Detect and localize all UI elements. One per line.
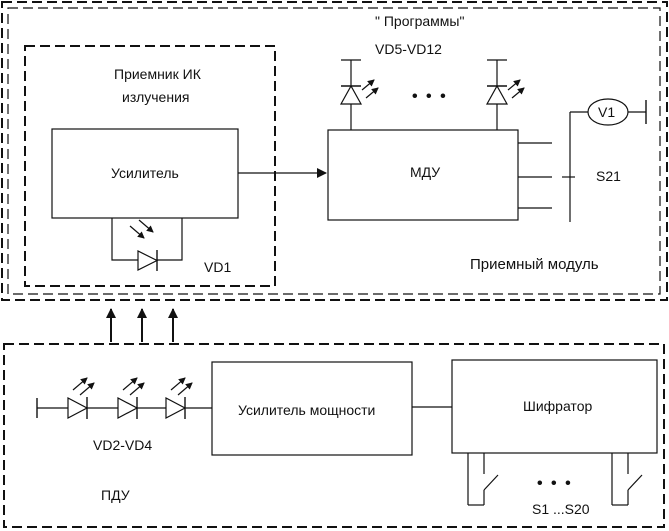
- mdu-label: МДУ: [410, 164, 440, 180]
- power-amplifier-label: Усилитель мощности: [238, 402, 375, 418]
- ir-receiver: Приемник ИК излучения Усилитель VD1: [24, 45, 276, 287]
- led-vd12-icon: [485, 59, 525, 130]
- remote-control: ПДУ VD2-VD4 Усилитель мощности: [3, 343, 665, 528]
- photodiode-wiring: [111, 218, 183, 261]
- voltmeter-v1-label: V1: [598, 104, 615, 120]
- photodiode-label: VD1: [204, 259, 231, 275]
- switch-s21-wiring: [518, 100, 647, 222]
- ir-transmission-arrows: [106, 308, 178, 342]
- ir-receiver-title-line2: излучения: [122, 89, 189, 105]
- ir-receiver-frame: [24, 45, 276, 287]
- receiver-module-frame: [1, 1, 668, 301]
- photodiode-icon: [129, 219, 159, 271]
- led-vd4-icon: [165, 377, 193, 419]
- remote-control-frame: [3, 343, 665, 528]
- power-amplifier-block: [211, 361, 413, 456]
- led-group-vd5-vd12-label: VD5-VD12: [375, 41, 442, 57]
- programs-label: " Программы": [375, 13, 464, 29]
- mdu-block: [327, 129, 519, 221]
- receiver-module: " Программы" Приемный модуль Приемник ИК…: [1, 1, 668, 301]
- receiver-module-title: Приемный модуль: [470, 256, 599, 273]
- led-vd2-icon: [67, 377, 95, 419]
- encoder-block: [451, 359, 658, 454]
- led-vd5-icon: [339, 59, 379, 130]
- buttons-label: S1 ...S20: [532, 501, 590, 517]
- switch-s21-label: S21: [596, 168, 621, 184]
- button-s20-icon: [611, 453, 643, 506]
- led-vd3-icon: [117, 377, 145, 419]
- ir-receiver-title-line1: Приемник ИК: [114, 66, 202, 82]
- encoder-label: Шифратор: [523, 398, 592, 414]
- button-ellipsis: • • •: [537, 475, 573, 492]
- receiver-module-inner-frame: [7, 7, 661, 295]
- led-group-vd2-vd4-label: VD2-VD4: [93, 437, 152, 453]
- voltmeter-v1-icon: [587, 98, 629, 126]
- amplifier-label: Усилитель: [111, 165, 179, 181]
- remote-control-title: ПДУ: [101, 487, 130, 503]
- amplifier-block: [51, 128, 239, 219]
- button-s1-icon: [467, 453, 499, 506]
- led-ellipsis: • • •: [412, 88, 448, 105]
